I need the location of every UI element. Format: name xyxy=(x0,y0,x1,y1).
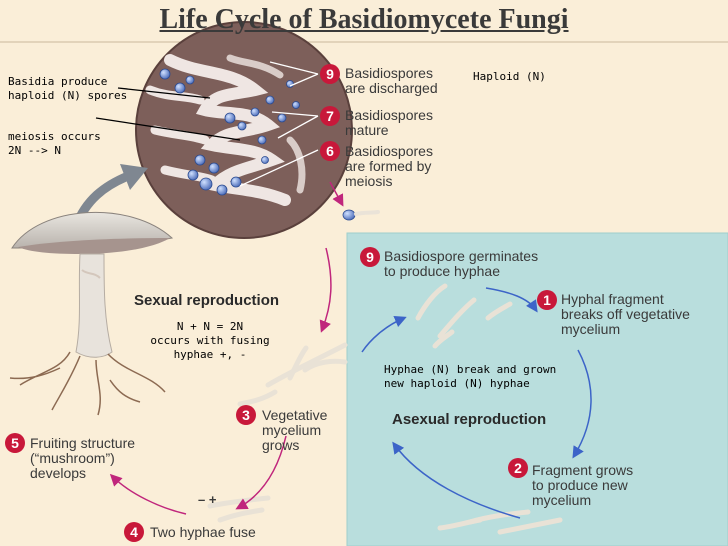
step-7-badge: 7 xyxy=(320,106,340,126)
step-8-badge: 9 xyxy=(320,64,340,84)
mating-type-signs: – + xyxy=(198,492,217,507)
step-6-label: Basidiospores are formed by meiosis xyxy=(345,144,433,189)
step-line: Vegetative xyxy=(262,407,328,423)
note-line: occurs with fusing xyxy=(150,334,270,347)
step-line: breaks off vegetative xyxy=(561,306,690,322)
step-line: Fragment grows xyxy=(532,462,634,478)
step-line: to produce hyphae xyxy=(384,263,500,279)
note-basidia: Basidia produce haploid (N) spores xyxy=(8,75,127,103)
step-5-label: Fruiting structure (“mushroom”) develops xyxy=(30,436,135,481)
step-7-label: Basidiospores mature xyxy=(345,108,433,138)
step-6-badge: 6 xyxy=(320,141,340,161)
step-line: Basidiospores xyxy=(345,107,433,123)
step-2-label: Fragment grows to produce new mycelium xyxy=(532,463,633,508)
step-5-badge: 5 xyxy=(5,433,25,453)
step-line: mycelium xyxy=(262,422,322,438)
hyphae-drawings xyxy=(207,283,563,535)
released-spore xyxy=(329,181,380,221)
step-line: mycelium xyxy=(561,321,621,337)
note-line: N + N = 2N xyxy=(176,320,244,333)
step-line: to produce new xyxy=(532,477,628,493)
note-line: 2N --> N xyxy=(8,144,61,157)
note-haploid: Haploid (N) xyxy=(473,70,546,83)
step-line: Basidiospores xyxy=(345,143,433,159)
note-line: haploid (N) spores xyxy=(8,89,128,102)
step-line: Basidiospore germinates xyxy=(384,248,539,264)
note-meiosis: meiosis occurs 2N --> N xyxy=(8,130,101,158)
page-title: Life Cycle of Basidiomycete Fungi xyxy=(159,4,569,35)
step-line: meiosis xyxy=(345,173,393,189)
step-2-badge: 2 xyxy=(508,458,528,478)
note-line: meiosis occurs xyxy=(8,130,101,143)
note-line: Basidia produce xyxy=(8,75,108,88)
note-line: hyphae +, - xyxy=(173,348,247,361)
step-8-label: Basidiospores are discharged xyxy=(345,66,438,96)
step-line: (“mushroom”) xyxy=(30,450,115,466)
step-line: mycelium xyxy=(532,492,592,508)
step-line: Basidiospores xyxy=(345,65,433,81)
step-line: Hyphal fragment xyxy=(561,291,664,307)
step-9-label: Basidiospore germinates to produce hypha… xyxy=(384,249,538,279)
step-9-badge: 9 xyxy=(360,247,380,267)
step-line: are discharged xyxy=(345,80,438,96)
step-line: Fruiting structure xyxy=(30,435,136,451)
mushroom-illustration xyxy=(9,211,174,416)
step-line: are formed by xyxy=(345,158,432,174)
note-line: Hyphae (N) break and grown xyxy=(384,363,557,376)
note-hyphae: Hyphae (N) break and grown new haploid (… xyxy=(384,363,556,391)
step-1-label: Hyphal fragment breaks off vegetative my… xyxy=(561,292,690,337)
note-line: new haploid (N) hyphae xyxy=(384,377,530,390)
sexual-reproduction-heading: Sexual reproduction xyxy=(134,292,280,309)
step-3-badge: 3 xyxy=(236,405,256,425)
step-1-badge: 1 xyxy=(537,290,557,310)
step-line: mature xyxy=(345,122,389,138)
asexual-panel xyxy=(347,233,728,546)
step-line: develops xyxy=(30,465,87,481)
step-4-badge: 4 xyxy=(124,522,144,542)
step-4-label: Two hyphae fuse xyxy=(150,524,256,540)
step-3-label: Vegetative mycelium grows xyxy=(262,408,327,453)
asexual-reproduction-heading: Asexual reproduction xyxy=(392,411,547,428)
note-fusion: N + N = 2N occurs with fusing hyphae +, … xyxy=(140,320,280,362)
step-line: grows xyxy=(262,437,300,453)
gill-magnification xyxy=(135,21,353,239)
